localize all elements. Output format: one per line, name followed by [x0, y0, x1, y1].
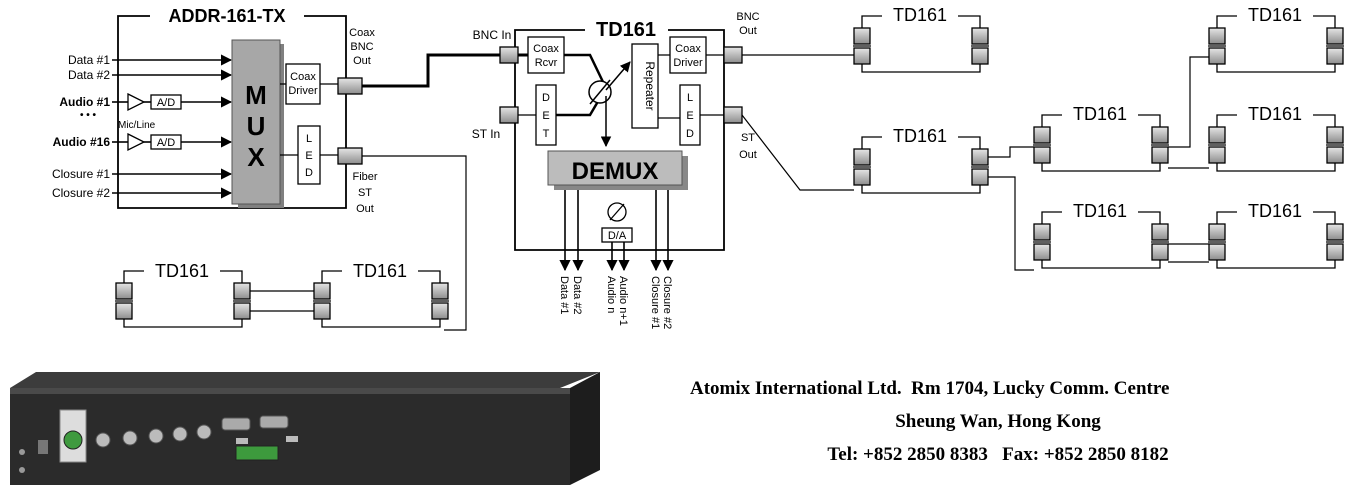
mux-letter: M — [245, 80, 267, 110]
node-title: TD161 — [353, 261, 407, 281]
td-output-label: Data #2 — [571, 276, 583, 315]
interconnect-lines — [250, 54, 1209, 312]
td-output-label: Closure #2 — [661, 276, 673, 329]
det-letter: D — [542, 92, 550, 104]
coax-out-label: Out — [353, 55, 371, 67]
product-photo — [10, 372, 600, 485]
mic-amp-icon — [127, 132, 146, 152]
bnc-out-label: Out — [739, 25, 757, 37]
bnc-out-connector — [723, 46, 743, 64]
td-output-label: Audio n+1 — [617, 276, 629, 326]
bnc-in-connector — [499, 46, 519, 64]
led-letter: D — [686, 128, 694, 140]
ad-converter — [150, 94, 182, 110]
tx-title: ADDR-161-TX — [168, 6, 285, 26]
det-letter: E — [542, 110, 549, 122]
ad-converter — [150, 134, 182, 150]
bnc-out-label: BNC — [736, 11, 759, 23]
fiber-out-label: Out — [356, 203, 374, 215]
td-output-label: Audio n — [605, 276, 617, 313]
company-phone-fax: Tel: +852 2850 8383 Fax: +852 2850 8182 — [827, 444, 1169, 465]
demux-label: DEMUX — [572, 158, 659, 185]
led-letter: E — [686, 110, 693, 122]
tx-unit: ADDR-161-TX Data #1 Data #2 Audio #1 • •… — [52, 6, 378, 215]
st-out-label: ST — [741, 132, 755, 144]
td161-main: TD161 BNC In ST In Coax Rcvr D E T Repea… — [472, 11, 760, 329]
led-letter: L — [687, 92, 693, 104]
mux-letter: U — [247, 111, 266, 141]
tx-input-label: Closure #1 — [52, 167, 110, 181]
node-title: TD161 — [893, 126, 947, 146]
coax-out-label: Coax — [349, 27, 375, 39]
td-output-label: Data #1 — [558, 276, 570, 315]
coax-driver-box — [669, 36, 707, 74]
fiber-cable — [362, 155, 467, 331]
st-out-label: Out — [739, 149, 757, 161]
bnc-out-connector — [337, 77, 363, 95]
fiber-out-label: Fiber — [352, 171, 377, 183]
led-letter: E — [305, 150, 312, 162]
led-letter: L — [306, 133, 312, 145]
led-letter: D — [305, 167, 313, 179]
node-title: TD161 — [1248, 104, 1302, 124]
coax-rcvr-label: Rcvr — [535, 57, 558, 69]
node-title: TD161 — [1073, 201, 1127, 221]
coax-out-label: BNC — [350, 41, 373, 53]
st-out-connector — [337, 147, 363, 165]
coax-driver-label: Coax — [290, 71, 316, 83]
st-in-label: ST In — [472, 127, 500, 141]
da-converter — [601, 227, 633, 243]
tx-input-label: Data #2 — [68, 68, 110, 82]
mux-block — [231, 39, 281, 205]
coax-driver-box — [285, 63, 321, 105]
repeater-box — [631, 43, 659, 129]
td-output-label: Closure #1 — [649, 276, 661, 329]
tx-input-label: Closure #2 — [52, 186, 110, 200]
company-contact: Atomix International Ltd. Rm 1704, Lucky… — [640, 372, 1356, 471]
bnc-in-label: BNC In — [473, 28, 512, 42]
st-out-connector — [723, 106, 743, 124]
demux-block — [547, 150, 683, 186]
ad-label: A/D — [157, 137, 175, 149]
st-in-connector — [499, 106, 519, 124]
mic-amp-icon — [127, 92, 146, 112]
coax-rcvr-label: Coax — [533, 43, 559, 55]
coax-driver-label: Driver — [288, 85, 318, 97]
ad-label: A/D — [157, 97, 175, 109]
fiber-out-label: ST — [358, 187, 372, 199]
coax-driver-label: Driver — [673, 57, 703, 69]
repeater-label: Repeater — [643, 61, 657, 110]
repeater-network: TD161 TD161 TD161 TD161 TD161 TD161 TD16… — [114, 5, 1345, 328]
node-title: TD161 — [155, 261, 209, 281]
det-letter: T — [543, 128, 550, 140]
mux-letter: X — [247, 142, 265, 172]
da-label: D/A — [608, 230, 627, 242]
mic-line-label: Mic/Line — [118, 120, 156, 131]
tx-input-label: Data #1 — [68, 53, 110, 67]
company-location: Sheung Wan, Hong Kong — [895, 411, 1101, 432]
company-address: Atomix International Ltd. Rm 1704, Lucky… — [690, 378, 1170, 399]
tx-input-label: Audio #1 — [59, 95, 110, 109]
td-main-title: TD161 — [596, 19, 656, 41]
node-title: TD161 — [1248, 201, 1302, 221]
node-title: TD161 — [1248, 5, 1302, 25]
tx-input-label: • • • — [80, 110, 97, 121]
tx-input-label: Audio #16 — [53, 135, 111, 149]
coax-cable — [362, 53, 500, 88]
coax-driver-label: Coax — [675, 43, 701, 55]
node-title: TD161 — [893, 5, 947, 25]
node-title: TD161 — [1073, 104, 1127, 124]
